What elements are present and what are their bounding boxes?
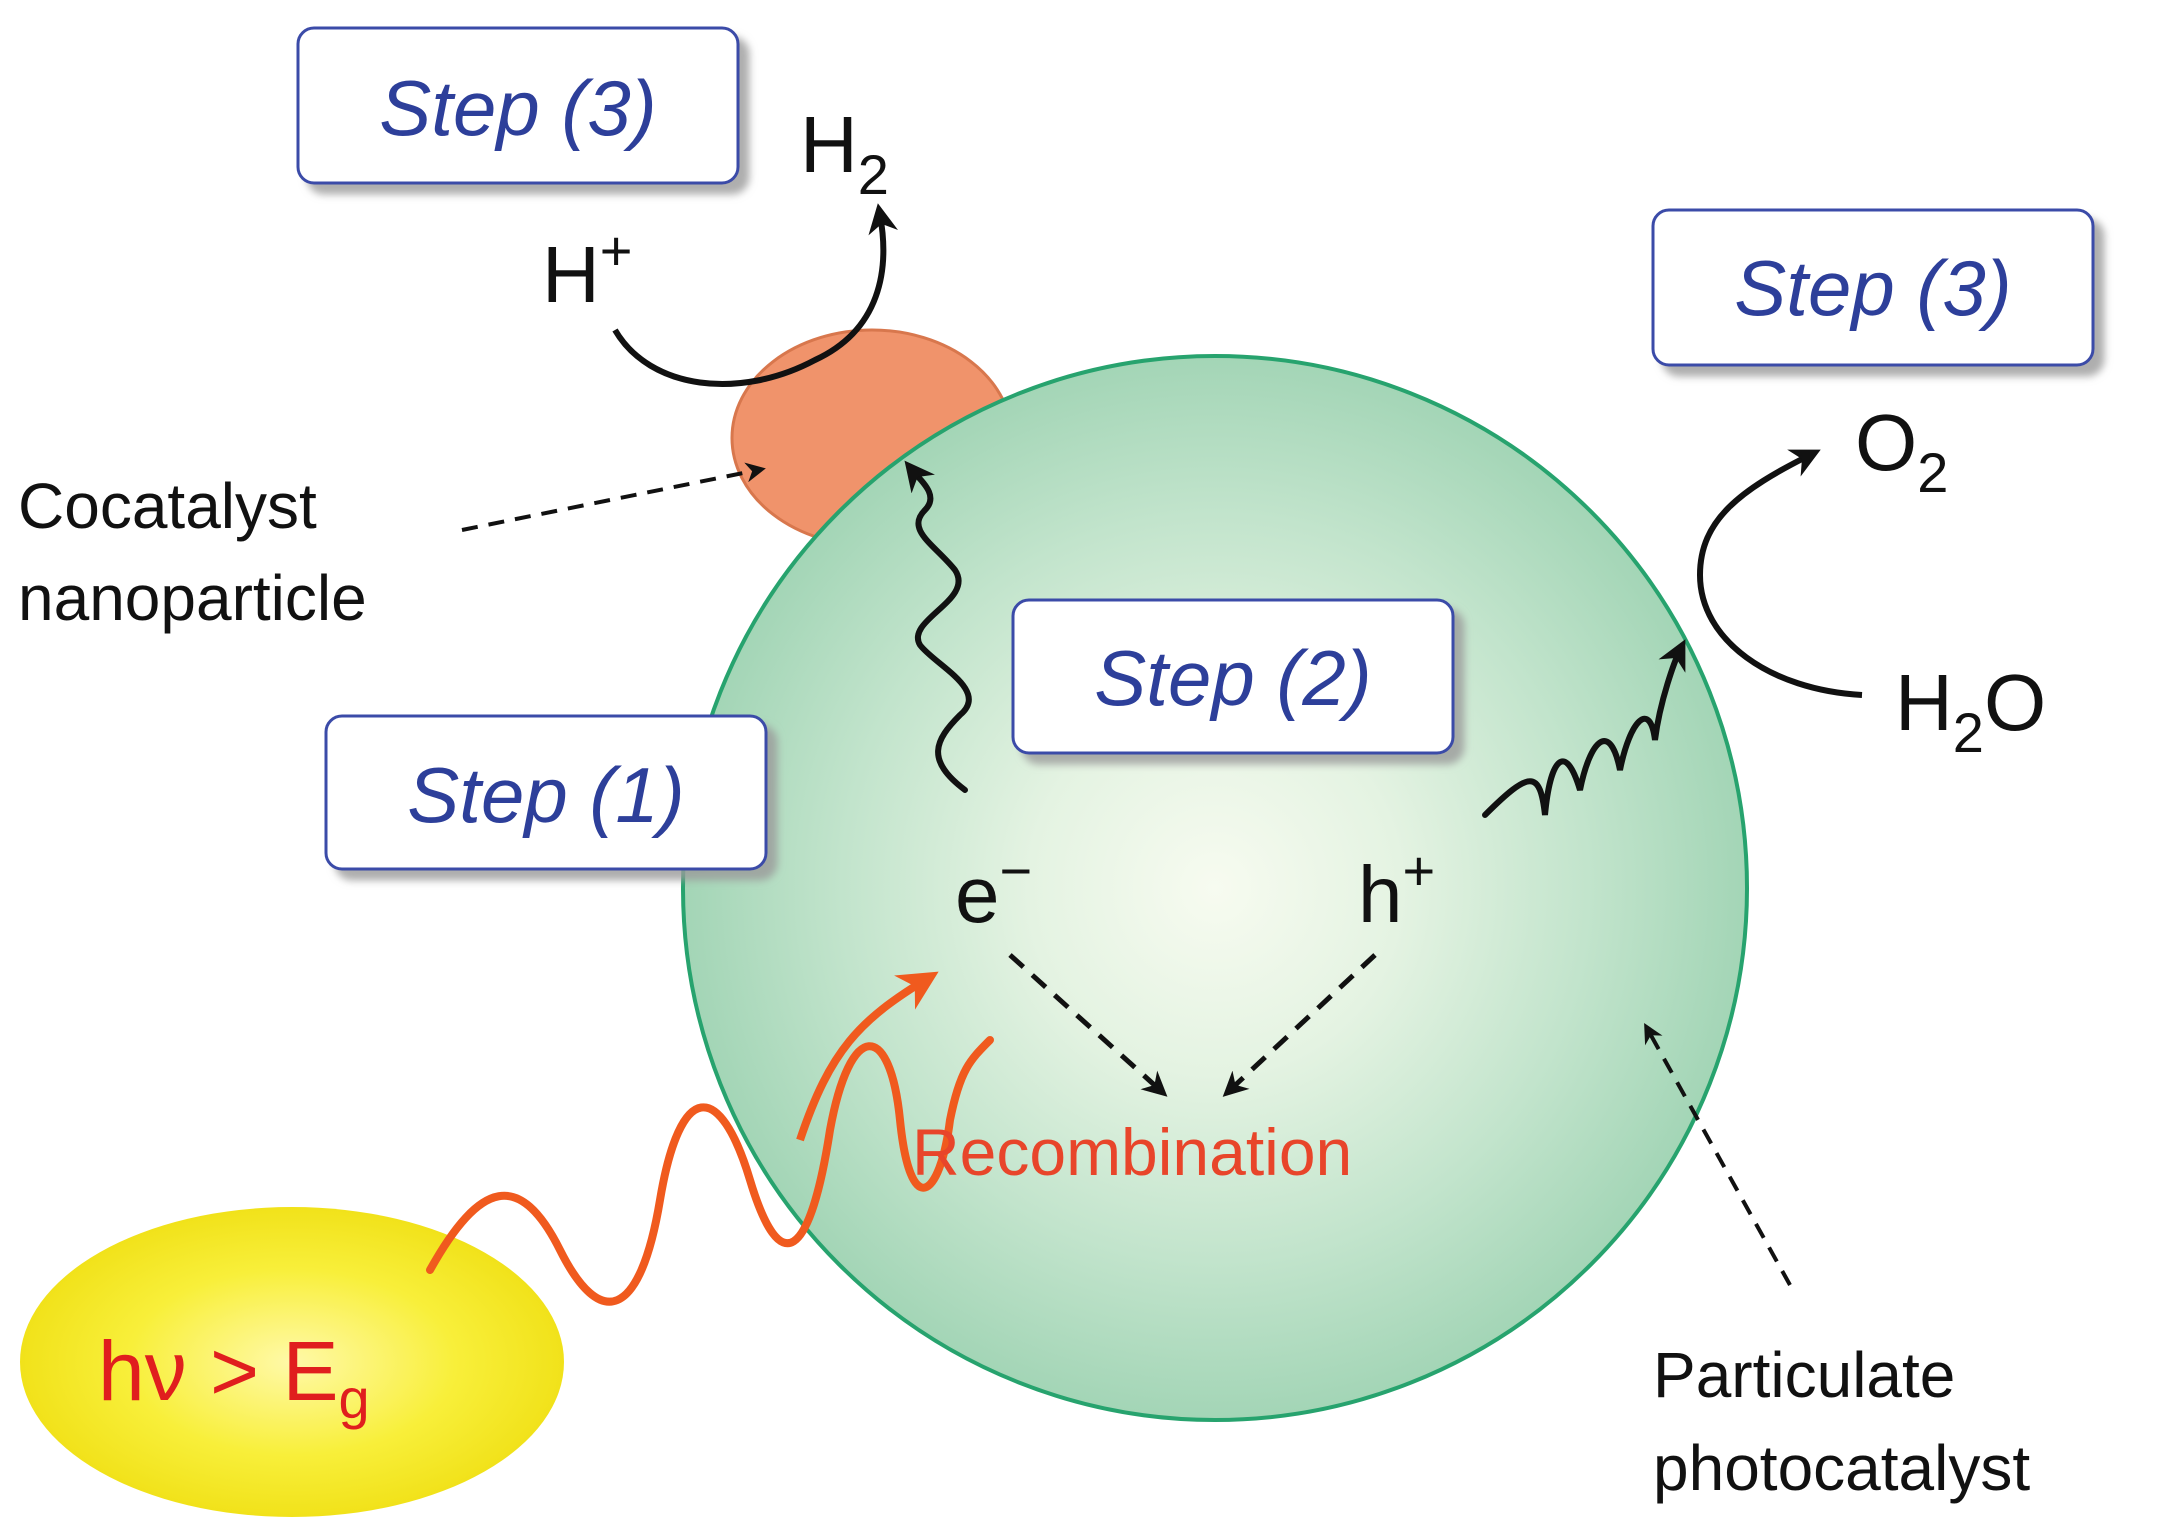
step-3-oxygen-label: Step (3) <box>1734 244 2011 332</box>
step-3-hydrogen-box: Step (3) <box>296 26 740 185</box>
particulate-pointer <box>1644 1023 1792 1286</box>
step-3-hydrogen-label: Step (3) <box>379 64 656 152</box>
step-1-label: Step (1) <box>407 751 684 839</box>
step-2-box: Step (2) <box>1011 598 1455 755</box>
photocatalyst-sphere <box>681 354 1749 1422</box>
h-plus-reactant: H+ <box>542 219 632 319</box>
step-3-oxygen-box: Step (3) <box>1651 208 2095 367</box>
hydrogen-evolution-arrow <box>612 203 898 387</box>
cocatalyst-label-line2: nanoparticle <box>18 562 367 634</box>
photon-arrow <box>796 971 939 1142</box>
particulate-label-line2: photocatalyst <box>1653 1432 2030 1504</box>
photon-wave <box>426 1036 994 1306</box>
step-2-label: Step (2) <box>1094 634 1371 722</box>
cocatalyst-label-line1: Cocatalyst <box>18 470 317 542</box>
o2-product: O2 <box>1855 398 1948 504</box>
hole-migration-squiggle <box>1482 639 1686 818</box>
electron-migration-squiggle <box>904 460 972 793</box>
step-1-box: Step (1) <box>324 714 768 871</box>
recombination-label: Recombination <box>912 1115 1352 1189</box>
hole-recombination-arrow <box>1222 953 1377 1097</box>
h2o-reactant: H2O <box>1895 658 2046 764</box>
photon-source <box>20 1207 564 1517</box>
cocatalyst-pointer <box>461 462 766 532</box>
electron-recombination-arrow <box>1008 953 1168 1097</box>
hole-symbol: h+ <box>1358 839 1435 939</box>
electron-symbol: e− <box>955 839 1032 939</box>
particulate-label-line1: Particulate <box>1653 1339 1955 1411</box>
photon-energy-label: hν > Eg <box>98 1324 370 1430</box>
oxygen-evolution-arrow <box>1696 449 1863 698</box>
h2-product: H2 <box>800 100 889 206</box>
